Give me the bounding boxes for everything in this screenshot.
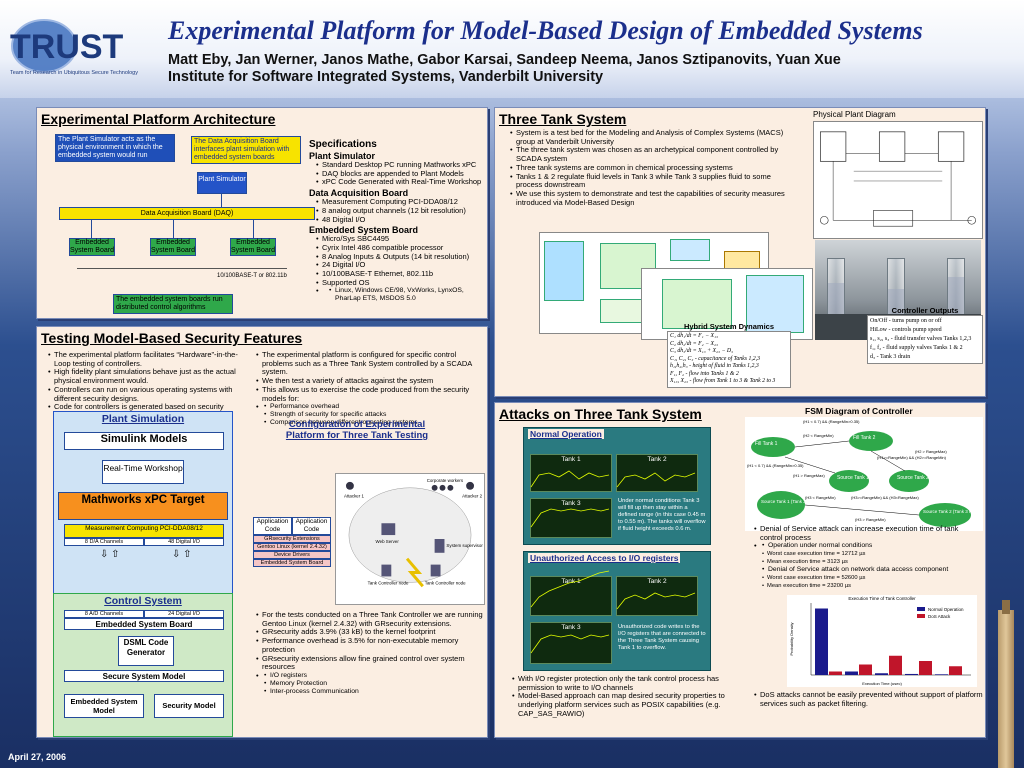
- svg-text:(H3>=RangeMin) && (H3<RangeMax: (H3>=RangeMin) && (H3<RangeMax): [851, 495, 919, 500]
- testing-bottom-bullets: For the tests conducted on a Three Tank …: [249, 610, 485, 696]
- xpc-box: Mathworks xPC Target: [58, 492, 228, 520]
- testing-heading: Testing Model-Based Security Features: [41, 330, 303, 346]
- chart-bar: [829, 671, 842, 675]
- chart-ylabel: Probability Density: [789, 622, 794, 655]
- daq-box: Data Acquisition Board (DAQ): [59, 207, 315, 220]
- unauthorized-access-panel: Unauthorized Access to I/O registers Tan…: [523, 551, 711, 671]
- svg-text:Source Tank 1 (Tank 3 Fill): Source Tank 1 (Tank 3 Fill): [761, 499, 815, 504]
- da-channels: 8 D/A Channels: [64, 538, 144, 546]
- controller-outputs: Controller Outputs On/Off - turns pump o…: [867, 306, 983, 394]
- svg-text:Attacker 1: Attacker 1: [344, 494, 364, 499]
- svg-text:(H2 < RangeMin): (H2 < RangeMin): [803, 433, 834, 438]
- embedded-board-3: Embedded System Board: [230, 238, 276, 256]
- svg-text:Source Tank 2: Source Tank 2: [897, 475, 929, 481]
- physical-plant-title: Physical Plant Diagram: [813, 110, 896, 119]
- svg-text:Source Tank 1: Source Tank 1: [837, 475, 869, 481]
- architecture-panel: Experimental Platform Architecture The P…: [36, 107, 488, 319]
- poster-authors: Matt Eby, Jan Werner, Janos Mathe, Gabor…: [168, 52, 841, 85]
- svg-text:Team for Research in Ubiquitou: Team for Research in Ubiquitous Secure T…: [10, 70, 138, 76]
- config-title: Configuration of Experimental Platform f…: [285, 419, 429, 441]
- simulink-subsystem: [641, 268, 813, 340]
- chart-bar: [935, 674, 948, 675]
- ad-channels: 8 A/D Channels: [64, 610, 144, 618]
- mc-box: Measurement Computing PCI-DDA08/12: [64, 524, 224, 538]
- architecture-heading: Experimental Platform Architecture: [41, 111, 276, 127]
- plant-simulator-note: The Plant Simulator acts as the physical…: [55, 134, 175, 162]
- attacks-panel: Attacks on Three Tank System Normal Oper…: [494, 402, 986, 738]
- rtw-box: Real-Time Workshop: [102, 460, 184, 484]
- chart-bar: [859, 664, 872, 675]
- dio-48: 48 Digital I/O: [144, 538, 224, 546]
- tower-image: [990, 600, 1024, 768]
- testing-right-bullets: The experimental platform is configured …: [249, 350, 485, 427]
- svg-text:(H1>=RangeMin) && (H2>=RangeMi: (H1>=RangeMin) && (H2>=RangeMin): [877, 455, 947, 460]
- fsm-title: FSM Diagram of Controller: [805, 406, 913, 416]
- io-bullets: With I/O register protection only the ta…: [505, 674, 727, 719]
- normal-operation-panel: Normal Operation Tank 1 Tank 2 Tank 3 Un…: [523, 427, 711, 545]
- software-stack: Application Code Application Code GRsecu…: [253, 517, 331, 567]
- three-tank-bullets: System is a test bed for the Modeling an…: [503, 128, 799, 207]
- legend-swatch: [917, 607, 925, 611]
- daq-note: The Data Acquisition Board interfaces pl…: [191, 136, 301, 164]
- svg-text:Web Server: Web Server: [376, 539, 400, 544]
- legend-swatch: [917, 614, 925, 618]
- legend-label: DoS Attack: [928, 614, 951, 619]
- chart-bar: [919, 661, 932, 675]
- embedded-board-2: Embedded System Board: [150, 238, 196, 256]
- svg-text:(H2 > RangeMax): (H2 > RangeMax): [915, 449, 947, 454]
- chart-bar: [845, 671, 858, 675]
- svg-text:(H1 > RangeMax): (H1 > RangeMax): [793, 473, 825, 478]
- dos-chart: Execution Time of Tank Controller Execut…: [787, 595, 977, 687]
- dos-bullets: Denial of Service attack can increase ex…: [747, 524, 983, 590]
- svg-text:Corporate workers: Corporate workers: [427, 478, 464, 483]
- svg-text:Tank Controller node: Tank Controller node: [425, 580, 466, 585]
- svg-text:System supervisor: System supervisor: [446, 543, 483, 548]
- esm-box: Embedded System Model: [64, 694, 144, 718]
- legend-label: Normal Operation: [928, 607, 964, 612]
- svg-text:Attacker 2: Attacker 2: [462, 494, 482, 499]
- svg-text:(H1 < 0.7) && (RangeMin>0.35): (H1 < 0.7) && (RangeMin>0.35): [747, 463, 804, 468]
- dos-bottom-bullet: DoS attacks cannot be easily prevented w…: [747, 690, 983, 708]
- svg-text:(H3 > RangeMin): (H3 > RangeMin): [855, 517, 886, 522]
- fsm-diagram: Fill Tank 1 Fill Tank 2 Source Tank 1 So…: [745, 417, 983, 531]
- svg-text:Source Tank 2 (Tank 3 Fill): Source Tank 2 (Tank 3 Fill): [923, 509, 977, 514]
- ethernet-label: 10/100BASE-T or 802.11b: [217, 273, 287, 279]
- svg-text:TRUST: TRUST: [10, 28, 124, 66]
- network-config-diagram: Attacker 1 Corporate workers Attacker 2 …: [335, 473, 485, 605]
- chart-xlabel: Execution Time (usec): [862, 681, 902, 686]
- simulink-models-box: Simulink Models: [64, 432, 224, 450]
- chart-bar: [889, 655, 902, 675]
- physical-plant-diagram: [813, 121, 983, 239]
- chart-bar: [949, 666, 962, 675]
- attacks-heading: Attacks on Three Tank System: [499, 406, 702, 422]
- sm-box: Security Model: [154, 694, 224, 718]
- dio-24: 24 Digital I/O: [144, 610, 224, 618]
- svg-text:(H3 < RangeMin): (H3 < RangeMin): [805, 495, 836, 500]
- svg-text:Tank Controller node: Tank Controller node: [368, 580, 409, 585]
- ssm-box: Secure System Model: [64, 670, 224, 682]
- poster-header: TRUST Team for Research in Ubiquitous Se…: [0, 0, 1024, 98]
- scope-traces: [530, 470, 696, 654]
- testing-panel: Testing Model-Based Security Features Th…: [36, 326, 488, 738]
- svg-text:Fill Tank 1: Fill Tank 1: [755, 441, 778, 447]
- chart-bar: [905, 673, 918, 675]
- three-tank-panel: Three Tank System System is a test bed f…: [494, 107, 986, 397]
- trust-logo: TRUST Team for Research in Ubiquitous Se…: [10, 19, 138, 76]
- chart-bar: [815, 608, 828, 675]
- plant-simulator-box: Plant Simulator: [197, 172, 247, 194]
- embedded-board-1: Embedded System Board: [69, 238, 115, 256]
- footer-date: April 27, 2006: [8, 752, 67, 762]
- svg-text:Fill Tank 2: Fill Tank 2: [853, 435, 876, 441]
- esb-box: Embedded System Board: [64, 618, 224, 630]
- chart-bar: [875, 673, 888, 675]
- boards-note: The embedded system boards run distribut…: [113, 294, 233, 314]
- specifications: Specifications Plant Simulator Standard …: [309, 138, 487, 303]
- svg-text:(H1 < 0.7) && (RangeMin>0.35): (H1 < 0.7) && (RangeMin>0.35): [803, 419, 860, 424]
- poster-title: Experimental Platform for Model-Based De…: [168, 16, 923, 45]
- three-tank-heading: Three Tank System: [499, 111, 627, 127]
- dsml-box: DSML Code Generator: [118, 636, 174, 666]
- control-system-stack: Control System 8 A/D Channels 24 Digital…: [53, 593, 233, 737]
- chart-title: Execution Time of Tank Controller: [848, 596, 916, 601]
- hybrid-dynamics: Hybrid System Dynamics C₁ dh₁/dt = F₁ − …: [667, 322, 791, 396]
